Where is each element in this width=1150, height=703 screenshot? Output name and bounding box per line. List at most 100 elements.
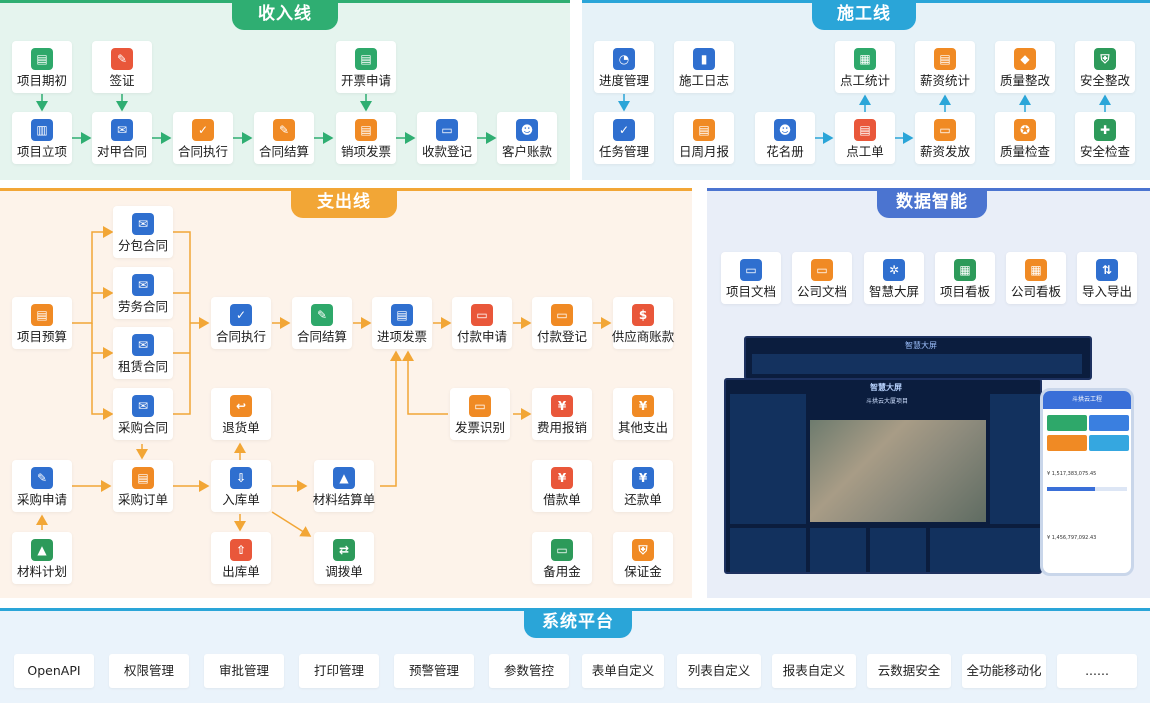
card-invoice-ocr[interactable]: ▭发票识别 [450,388,510,440]
chip-params[interactable]: 参数管控 [489,654,569,688]
chip-mobile[interactable]: 全功能移动化 [962,654,1046,688]
card-exp-contract-settle[interactable]: ✎合同结算 [292,297,352,349]
bottom-panel-4 [930,528,1040,572]
screen-title: 智慧大屏 [870,383,902,392]
card-progress-mgmt[interactable]: ◔进度管理 [594,41,654,93]
card-contract-exec[interactable]: ✓合同执行 [173,112,233,164]
chip-report-custom[interactable]: 报表自定义 [772,654,856,688]
card-roster[interactable]: ☻花名册 [755,112,815,164]
board-icon: ▦ [1025,259,1047,281]
card-purchase-contract[interactable]: ✉采购合同 [113,388,173,440]
card-transfer-order[interactable]: ⇄调拨单 [314,532,374,584]
badge-icon: ✪ [1014,119,1036,141]
contract-icon: ✉ [111,119,133,141]
platform-panel: 系统平台 [0,608,1150,703]
right-stats-panel [990,394,1040,524]
card-quality-fix[interactable]: ◆质量整改 [995,41,1055,93]
stat-tile [752,354,1082,374]
card-point-stats[interactable]: ▦点工统计 [835,41,895,93]
card-return-order[interactable]: ↩退货单 [211,388,271,440]
card-salary-pay[interactable]: ▭薪资发放 [915,112,975,164]
bottom-panel-1 [730,528,806,572]
card-project-docs[interactable]: ▭项目文档 [721,252,781,304]
bottom-panel-2 [810,528,866,572]
chip-permission[interactable]: 权限管理 [109,654,189,688]
card-point-order[interactable]: ▤点工单 [835,112,895,164]
stock-in-icon: ⇩ [230,467,252,489]
return-icon: ↩ [230,395,252,417]
card-smart-screen[interactable]: ✲智慧大屏 [864,252,924,304]
phone-progress-bar [1047,487,1127,491]
card-project-board[interactable]: ▦项目看板 [935,252,995,304]
settle-icon: ✎ [311,304,333,326]
card-supplier-account[interactable]: $供应商账款 [612,297,674,349]
card-lease-contract[interactable]: ✉租赁合同 [113,327,173,379]
card-owner-contract[interactable]: ✉对甲合同 [92,112,152,164]
card-input-invoice[interactable]: ▤进项发票 [372,297,432,349]
card-daily-report[interactable]: ▤日周月报 [674,112,734,164]
chip-approval[interactable]: 审批管理 [204,654,284,688]
card-invoice-request[interactable]: ▤开票申请 [336,41,396,93]
chip-alert[interactable]: 预警管理 [394,654,474,688]
card-payment-reg[interactable]: ▭付款登记 [532,297,592,349]
card-stock-in[interactable]: ⇩入库单 [211,460,271,512]
money-bag-icon: ¥ [632,395,654,417]
screen-project: 斗拱云大厦项目 [865,398,908,405]
task-icon: ✓ [613,119,635,141]
card-project-budget[interactable]: ▤项目预算 [12,297,72,349]
card-company-board[interactable]: ▦公司看板 [1006,252,1066,304]
card-other-expense[interactable]: ¥其他支出 [613,388,673,440]
chip-form-custom[interactable]: 表单自定义 [582,654,664,688]
card-purchase-request[interactable]: ✎采购申请 [12,460,72,512]
card-safety-fix[interactable]: ⛨安全整改 [1075,41,1135,93]
card-sub-contract[interactable]: ✉分包合同 [113,206,173,258]
phone-green-tile [1047,415,1087,431]
data-title: 数据智能 [877,188,987,218]
card-material-settle[interactable]: ▲材料结算单 [313,460,375,512]
site-photo [810,420,986,522]
chip-cloud-security[interactable]: 云数据安全 [867,654,951,688]
card-labor-contract[interactable]: ✉劳务合同 [113,267,173,319]
report-icon: ▤ [693,119,715,141]
chip-more[interactable]: ...... [1057,654,1137,688]
import-icon: ⇅ [1096,259,1118,281]
card-salary-stats[interactable]: ▤薪资统计 [915,41,975,93]
card-daily-log[interactable]: ▮施工日志 [674,41,734,93]
chip-list-custom[interactable]: 列表自定义 [677,654,761,688]
coin-icon: $ [632,304,654,326]
diamond-icon: ◆ [1014,48,1036,70]
card-exp-contract-exec[interactable]: ✓合同执行 [211,297,271,349]
card-loan-order[interactable]: ¥借款单 [532,460,592,512]
card-customer-account[interactable]: ☻客户账款 [497,112,557,164]
card-sales-invoice[interactable]: ▤销项发票 [336,112,396,164]
card-contract-settle[interactable]: ✎合同结算 [254,112,314,164]
book-icon: ▮ [693,48,715,70]
card-quality-check[interactable]: ✪质量检查 [995,112,1055,164]
card-deposit[interactable]: ⛨保证金 [613,532,673,584]
card-purchase-order[interactable]: ▤采购订单 [113,460,173,512]
cash-icon: ▭ [551,539,573,561]
card-icon: ▭ [436,119,458,141]
card-payment-request[interactable]: ▭付款申请 [452,297,512,349]
card-task-mgmt[interactable]: ✓任务管理 [594,112,654,164]
card-company-docs[interactable]: ▭公司文档 [792,252,852,304]
card-visa[interactable]: ✎签证 [92,41,152,93]
transfer-icon: ⇄ [333,539,355,561]
card-safety-check[interactable]: ✚安全检查 [1075,112,1135,164]
card-receipt-reg[interactable]: ▭收款登记 [417,112,477,164]
folder-icon: ▭ [740,259,762,281]
card-repay-order[interactable]: ¥还款单 [613,460,673,512]
card-project-period[interactable]: ▤项目期初 [12,41,72,93]
shield-icon: ⛨ [1094,48,1116,70]
phone-sky-tile [1089,435,1129,451]
card-petty-cash[interactable]: ▭备用金 [532,532,592,584]
card-project-setup[interactable]: ▥项目立项 [12,112,72,164]
chip-openapi[interactable]: OpenAPI [14,654,94,688]
card-import-export[interactable]: ⇅导入导出 [1077,252,1137,304]
card-stock-out[interactable]: ⇧出库单 [211,532,271,584]
card-material-plan[interactable]: ▲材料计划 [12,532,72,584]
invoice-icon: ▤ [391,304,413,326]
chip-print[interactable]: 打印管理 [299,654,379,688]
card-expense-claim[interactable]: ¥费用报销 [532,388,592,440]
salary-icon: ▤ [934,48,956,70]
